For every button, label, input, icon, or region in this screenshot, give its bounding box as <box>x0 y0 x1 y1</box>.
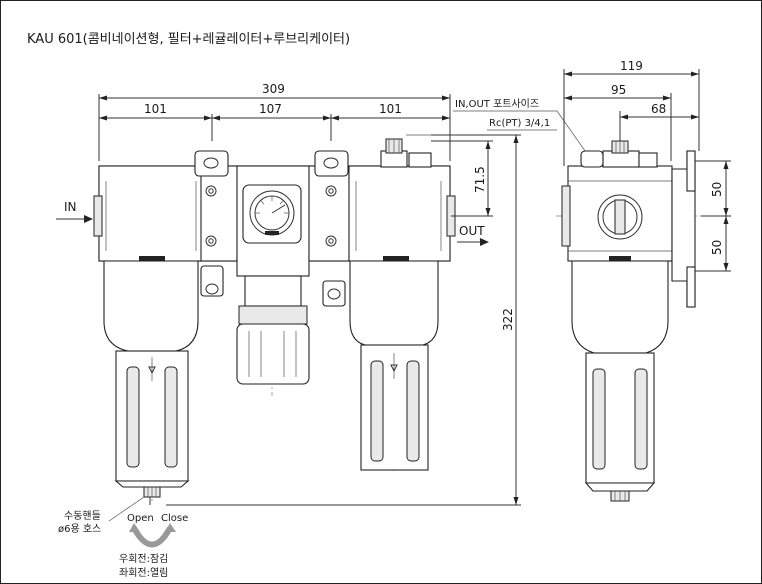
drain-label-line2: ø6용 호스 <box>58 523 101 535</box>
close-label: Close <box>161 513 188 524</box>
open-label: Open <box>127 513 154 524</box>
drawing-title: KAU 601(콤비네이션형, 필터+레귤레이터+루브리케이터) <box>27 32 350 47</box>
dim-side-mid: 95 <box>611 83 626 97</box>
side-view: 119 95 68 <box>556 59 731 502</box>
rotation-arrow-icon <box>131 526 173 548</box>
dim-bracket-bottom: 50 <box>710 240 724 255</box>
rotation-line2: 좌회전:열림 <box>119 567 168 579</box>
dim-mid-unit: 107 <box>259 102 282 116</box>
dim-side-width: 119 <box>620 59 643 73</box>
out-label: OUT <box>459 224 485 238</box>
dim-total-width: 309 <box>262 82 285 96</box>
drain-label-line1: 수동핸들 <box>64 510 101 522</box>
dim-side-inner: 68 <box>651 102 666 116</box>
port-size-value: Rc(PT) 3/4,1 <box>489 118 550 129</box>
front-view: 309 101 107 101 <box>56 82 617 579</box>
dim-bracket-top: 50 <box>710 182 724 197</box>
rotation-line1: 우회전:잠김 <box>119 553 168 565</box>
port-size-label: IN,OUT 포트사이즈 <box>455 98 539 110</box>
dim-left-unit: 101 <box>144 102 167 116</box>
in-label: IN <box>64 200 77 214</box>
dim-height-total: 322 <box>501 308 515 331</box>
dim-port-offset: 71.5 <box>473 166 487 193</box>
dim-right-unit: 101 <box>379 102 402 116</box>
